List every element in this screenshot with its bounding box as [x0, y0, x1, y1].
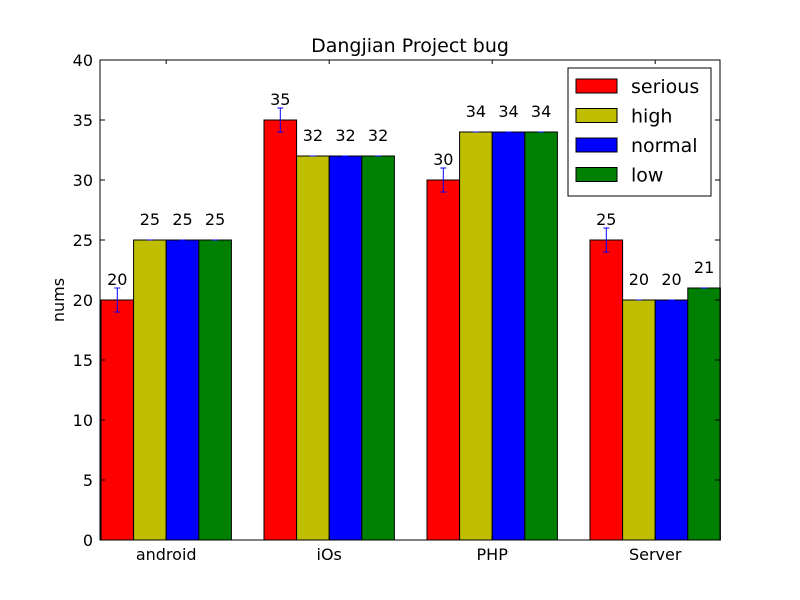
bar-serious-PHP: [426, 179, 461, 541]
data-label-high-PHP: 34: [466, 102, 486, 121]
bar-normal-iOs: [328, 155, 363, 541]
legend-swatch-high: [575, 108, 618, 123]
error-bar-serious-android: [114, 287, 121, 313]
bar-low-Server: [687, 287, 721, 541]
legend-label-serious: serious: [631, 76, 699, 98]
error-bar-serious-iOs: [277, 107, 284, 133]
y-tick-label: 20: [73, 291, 93, 310]
data-label-high-iOs: 32: [303, 126, 323, 145]
data-label-normal-iOs: 32: [335, 126, 355, 145]
bar-serious-Server: [589, 239, 624, 541]
bar-normal-PHP: [491, 131, 526, 541]
plot-frame: [99, 59, 721, 541]
bar-serious-android: [100, 299, 135, 541]
data-label-serious-Server: 25: [596, 210, 616, 229]
bar-low-iOs: [361, 155, 395, 541]
bar-high-android: [133, 239, 167, 541]
data-label-normal-Server: 20: [661, 270, 681, 289]
x-tick-label-PHP: PHP: [477, 545, 509, 564]
x-tick-label-android: android: [136, 545, 197, 564]
bar-serious-iOs: [263, 119, 298, 541]
bar-high-PHP: [459, 131, 493, 541]
legend: serious high normal low: [567, 67, 712, 197]
bar-high-Server: [622, 299, 656, 541]
y-tick-label: 10: [73, 411, 93, 430]
y-tick-label: 35: [73, 111, 93, 130]
y-tick-label: 25: [73, 231, 93, 250]
bar-normal-Server: [654, 299, 689, 541]
y-tick-label: 5: [83, 471, 93, 490]
legend-label-normal: normal: [631, 135, 698, 157]
bar-low-android: [198, 239, 232, 541]
data-label-low-PHP: 34: [531, 102, 551, 121]
chart-title: Dangjian Project bug: [311, 35, 509, 57]
data-label-serious-android: 20: [107, 270, 127, 289]
data-label-normal-android: 25: [172, 210, 192, 229]
y-tick-label: 15: [73, 351, 93, 370]
data-label-serious-iOs: 35: [270, 90, 290, 109]
x-tick-label-iOs: iOs: [317, 545, 342, 564]
legend-label-high: high: [631, 106, 672, 128]
data-label-high-android: 25: [140, 210, 160, 229]
error-bar-serious-Server: [603, 227, 610, 253]
data-label-low-android: 25: [205, 210, 225, 229]
bar-low-PHP: [524, 131, 558, 541]
data-label-normal-PHP: 34: [498, 102, 518, 121]
x-tick-label-Server: Server: [629, 545, 682, 564]
legend-swatch-serious: [575, 78, 618, 94]
y-tick-label: 0: [83, 531, 93, 550]
bar-high-iOs: [296, 155, 330, 541]
y-tick-label: 30: [73, 171, 93, 190]
data-label-low-iOs: 32: [368, 126, 388, 145]
y-axis-label: nums: [49, 278, 68, 322]
legend-swatch-normal: [575, 137, 618, 153]
legend-label-low: low: [631, 165, 663, 187]
data-label-high-Server: 20: [629, 270, 649, 289]
error-bar-serious-PHP: [440, 167, 447, 193]
data-label-serious-PHP: 30: [433, 150, 453, 169]
legend-swatch-low: [575, 167, 618, 182]
bar-normal-android: [165, 239, 200, 541]
y-tick-label: 40: [73, 51, 93, 70]
data-label-low-Server: 21: [694, 258, 714, 277]
